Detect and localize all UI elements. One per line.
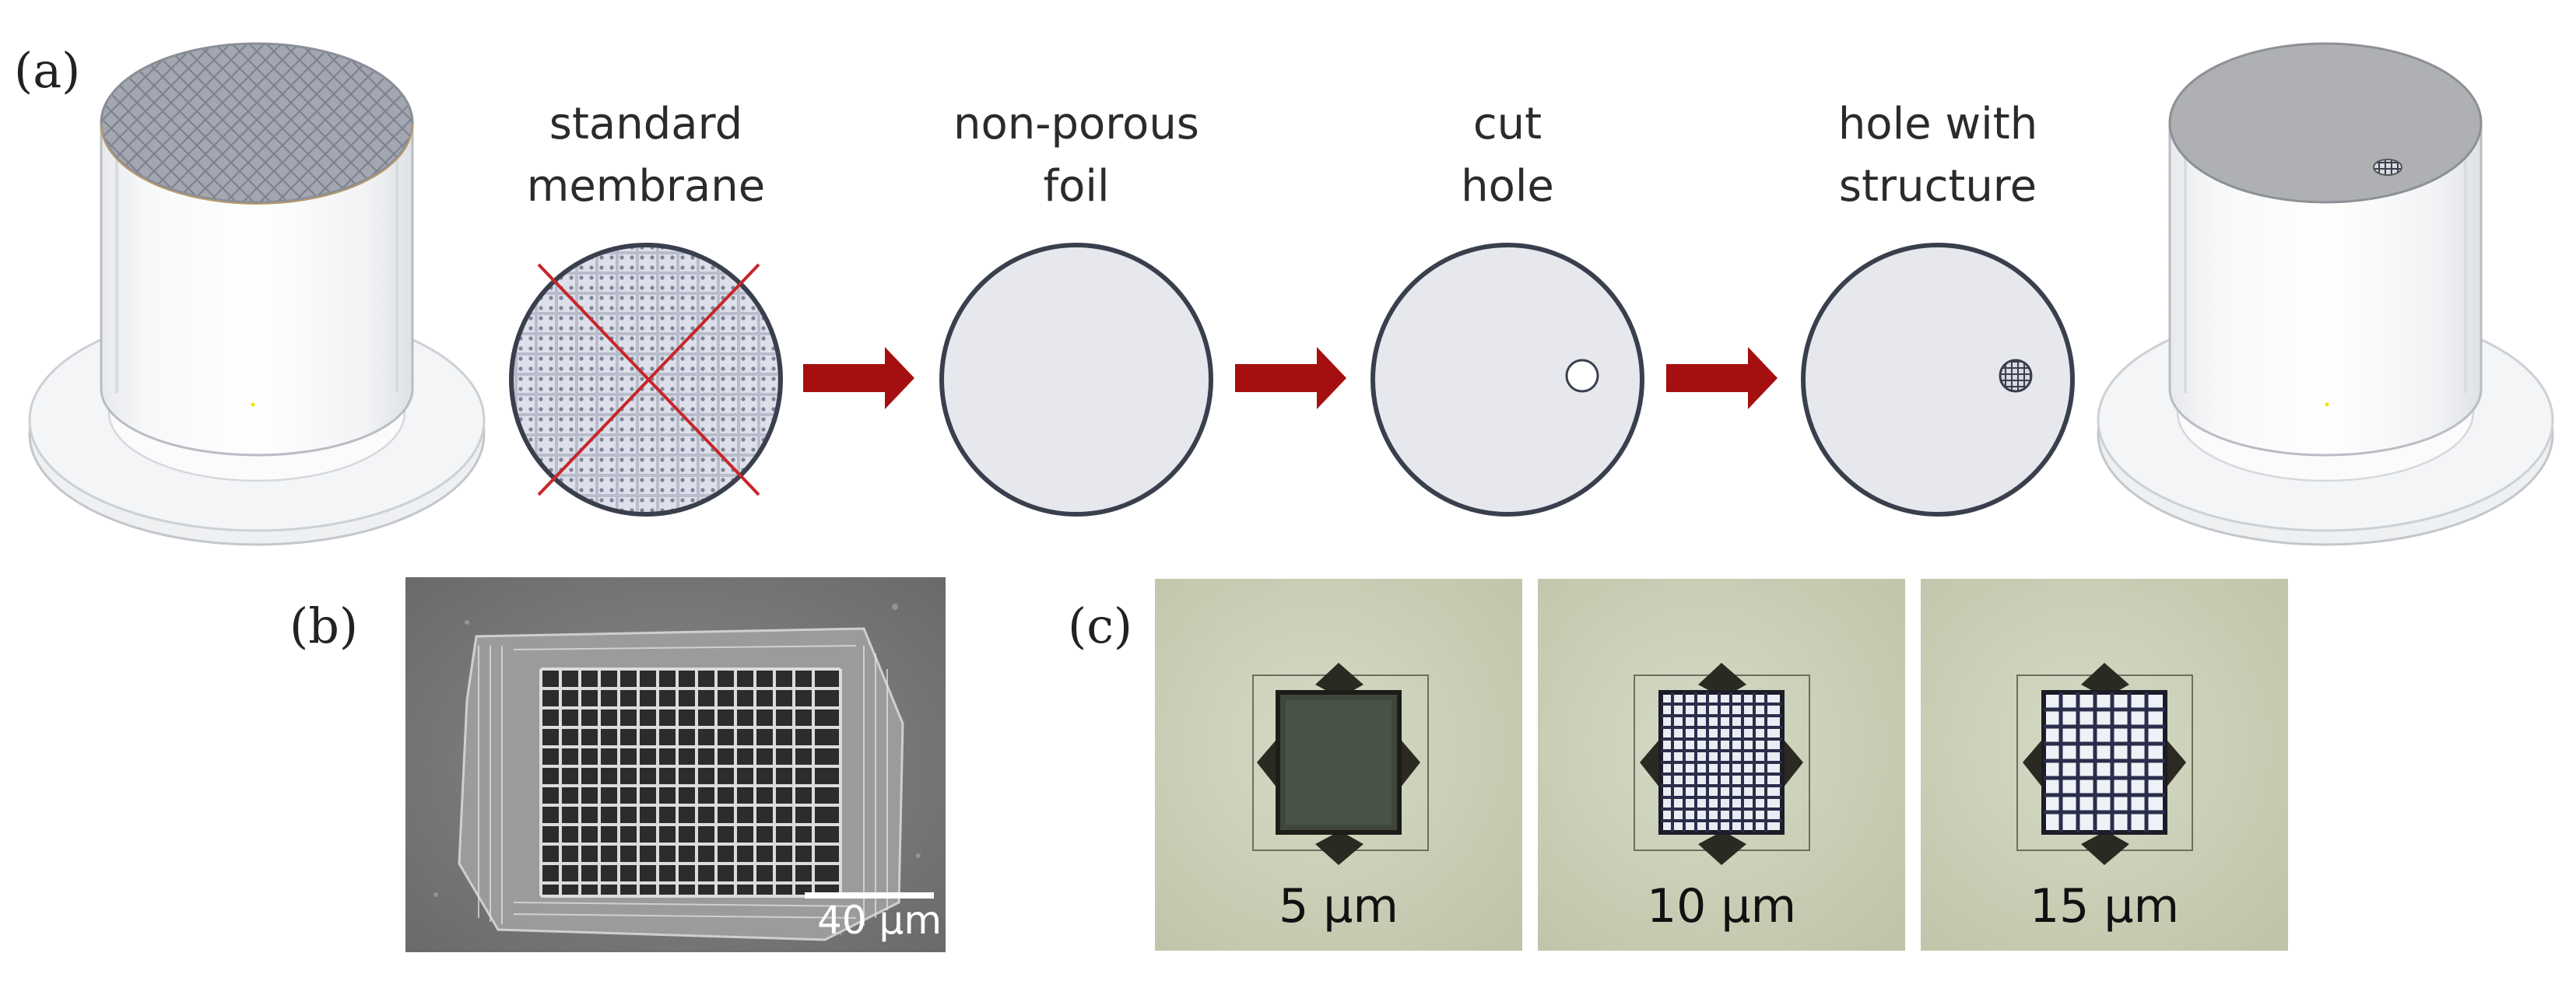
structured-hole-disc <box>1801 243 2075 517</box>
membrane-top-surface <box>100 42 414 204</box>
step-4-label-line2: structure <box>1839 161 2037 212</box>
foil-top-surface <box>2168 42 2483 204</box>
step-4-label-line1: hole with <box>1838 99 2037 149</box>
cut-hole-disc <box>1370 243 1644 517</box>
size-label-15um: 15 µm <box>2030 879 2179 934</box>
micrograph-10um: 10 µm <box>1538 579 1905 951</box>
panel-a-label: (a) <box>14 42 80 99</box>
scale-bar-label: 40 µm <box>817 898 942 943</box>
step-3-label-line1: cut <box>1473 99 1542 149</box>
cell-insert-foil <box>2097 42 2554 546</box>
standard-membrane-disc <box>509 243 783 517</box>
step-3-label-line2: hole <box>1461 161 1554 212</box>
structured-hole <box>1999 359 2033 393</box>
step-2-label-line2: foil <box>1043 161 1109 212</box>
panel-b-label: (b) <box>290 597 358 654</box>
micrograph-5um: 5 µm <box>1155 579 1522 951</box>
arrow-right-1 <box>803 347 914 409</box>
step-1-label-line2: membrane <box>527 161 765 212</box>
cut-hole <box>1565 359 1599 393</box>
step-1-label-line1: standard <box>549 99 742 149</box>
foil-hole-marker <box>2373 159 2402 176</box>
foil-disc <box>939 243 1213 517</box>
arrow-right-3 <box>1666 347 1778 409</box>
arrow-right-2 <box>1235 347 1346 409</box>
size-label-10um: 10 µm <box>1647 879 1796 934</box>
panel-c-label: (c) <box>1068 597 1132 654</box>
sem-image: 40 µm <box>405 577 946 952</box>
cell-insert-membrane <box>28 42 486 546</box>
step-2-label-line1: non-porous <box>953 99 1199 149</box>
scale-bar <box>805 892 934 899</box>
size-label-5um: 5 µm <box>1279 879 1399 934</box>
cross-line-2 <box>537 263 760 496</box>
micrograph-15um: 15 µm <box>1921 579 2288 951</box>
